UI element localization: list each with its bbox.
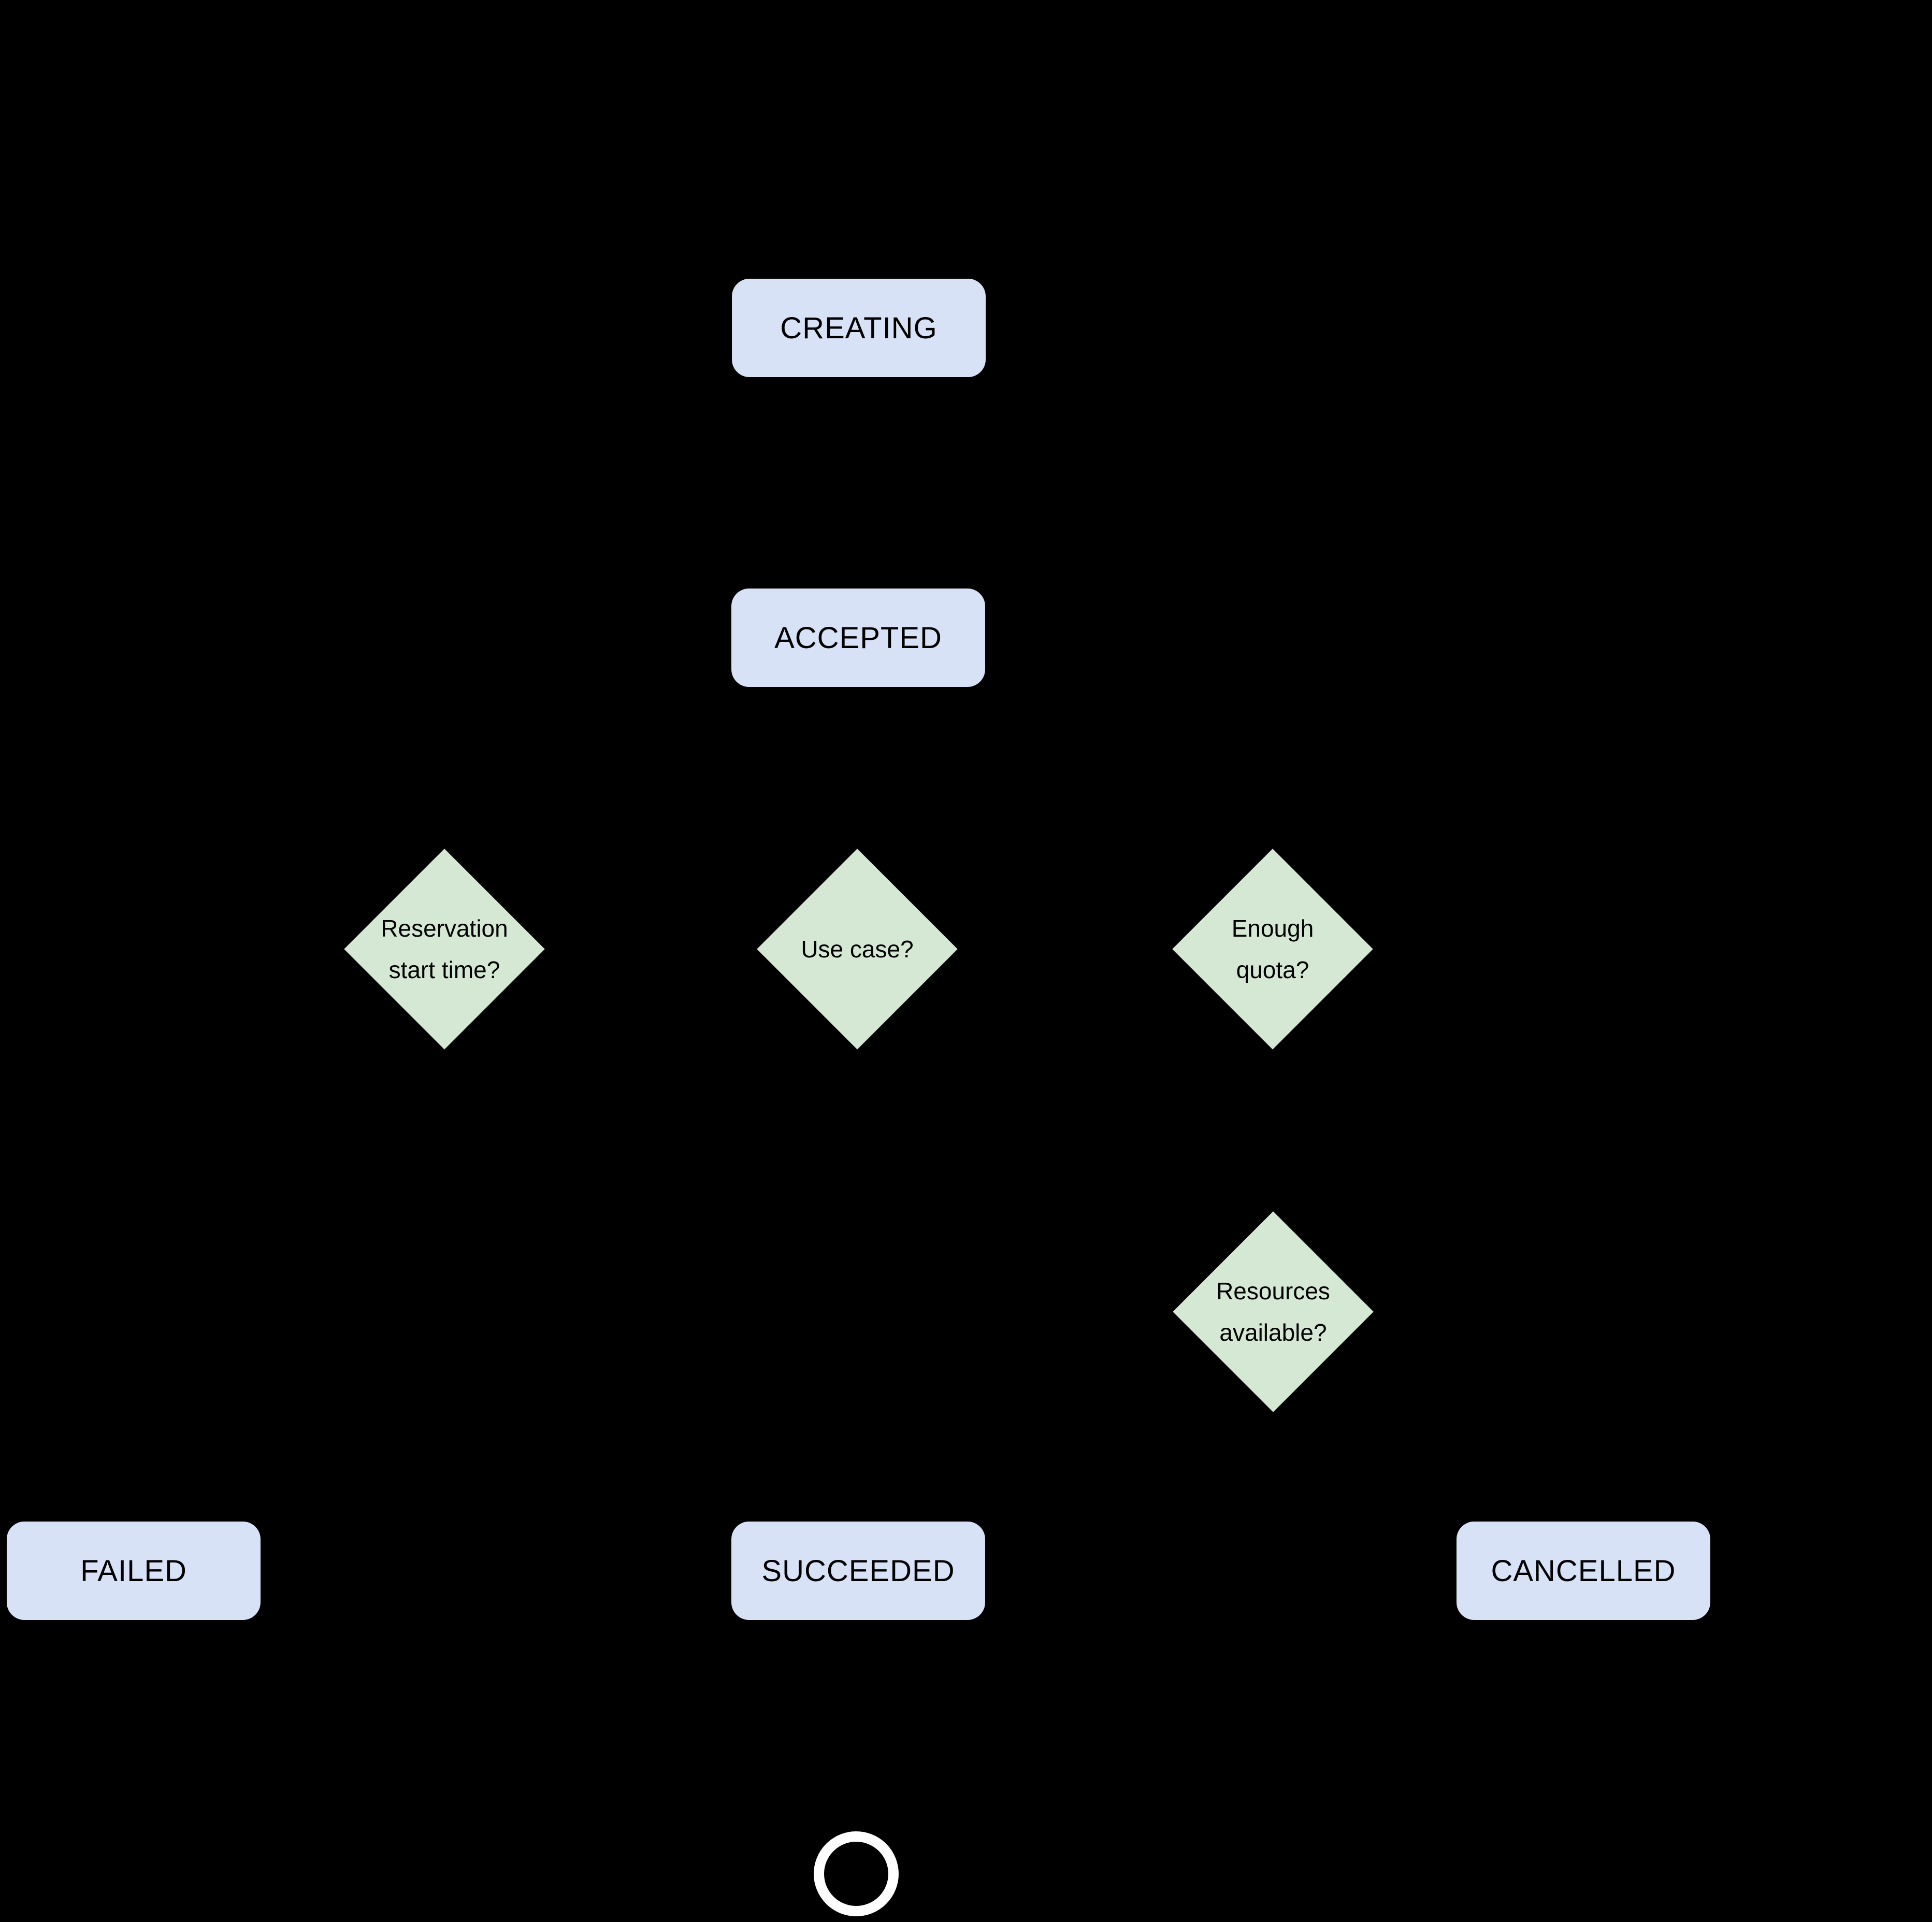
state-label-succeeded: SUCCEEDED [761, 1554, 955, 1588]
decision-label-line: Use case? [801, 936, 914, 963]
state-label-creating: CREATING [780, 311, 938, 345]
decision-label-line: Resources [1216, 1278, 1330, 1304]
state-node-failed: FAILED [7, 1522, 261, 1620]
decision-node-use-case: Use case? [757, 849, 958, 1050]
decision-label-line: Reservation [381, 915, 508, 942]
end-state-circle-icon [814, 1831, 899, 1916]
decision-node-enough-quota: Enough quota? [1172, 849, 1373, 1050]
decision-label-enough-quota: Enough quota? [1172, 849, 1373, 1050]
decision-label-line: start time? [388, 956, 500, 983]
decision-node-reservation-start-time: Reservation start time? [344, 849, 545, 1050]
decision-label-resources-available: Resources available? [1173, 1211, 1374, 1412]
state-node-cancelled: CANCELLED [1457, 1522, 1710, 1620]
decision-label-reservation-start-time: Reservation start time? [344, 849, 545, 1050]
decision-label-use-case: Use case? [757, 849, 958, 1050]
state-label-accepted: ACCEPTED [774, 621, 942, 655]
decision-node-resources-available: Resources available? [1173, 1211, 1374, 1412]
state-label-failed: FAILED [80, 1554, 187, 1588]
state-node-creating: CREATING [732, 279, 986, 377]
decision-label-line: quota? [1236, 956, 1309, 983]
decision-label-line: available? [1219, 1319, 1327, 1346]
state-node-accepted: ACCEPTED [731, 589, 985, 687]
decision-label-line: Enough [1231, 915, 1314, 942]
state-label-cancelled: CANCELLED [1491, 1554, 1676, 1588]
state-node-succeeded: SUCCEEDED [731, 1522, 985, 1620]
